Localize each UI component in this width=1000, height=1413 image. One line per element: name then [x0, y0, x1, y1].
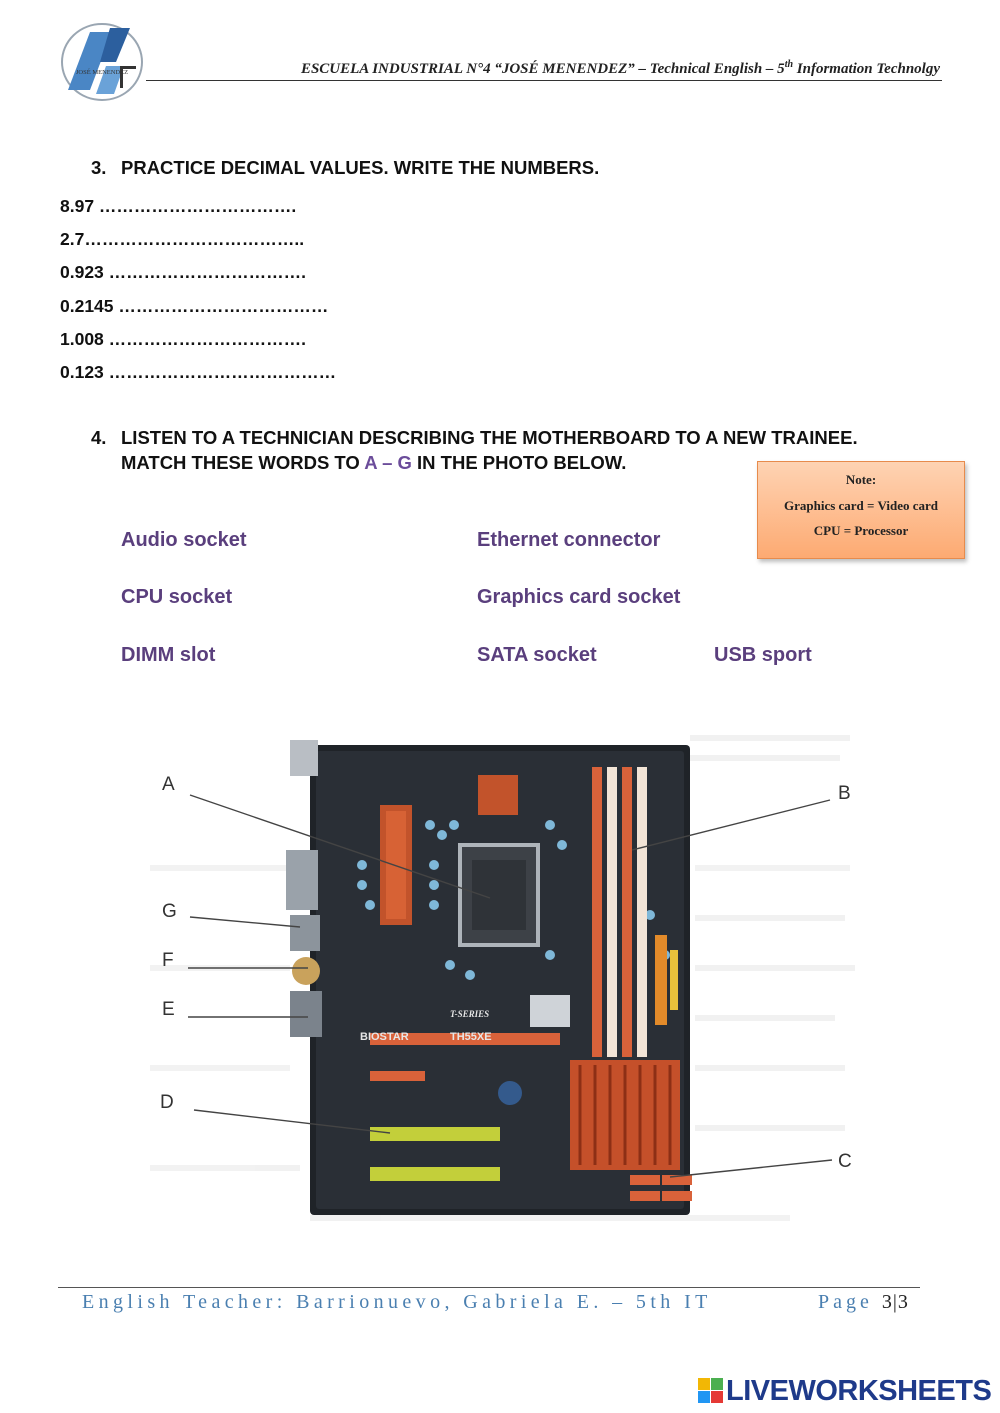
decimal-item: 0.123 …………………………………	[60, 362, 337, 382]
dimm-slots	[592, 767, 647, 1057]
word-ethernet-connector: Ethernet connector	[477, 529, 661, 551]
note-box: Note: Graphics card = Video card CPU = P…	[757, 461, 965, 559]
board-brand: BIOSTAR	[360, 1031, 409, 1043]
word-dimm-slot: DIMM slot	[121, 644, 216, 666]
decimal-item: 8.97 …………………………….	[60, 196, 297, 216]
section-4-heading: 4. LISTEN TO A TECHNICIAN DESCRIBING THE…	[91, 427, 858, 473]
section-3-heading: 3. PRACTICE DECIMAL VALUES. WRITE THE NU…	[91, 157, 600, 178]
motherboard-photo: BIOSTAR TH55XE T-SERIES A B C D E F G	[150, 715, 860, 1255]
word-usb-sport: USB sport	[714, 644, 812, 666]
callout-label-b: B	[838, 783, 851, 804]
word-graphics-card-socket: Graphics card socket	[477, 586, 681, 608]
decimal-item: 1.008 …………………………….	[60, 329, 307, 349]
liveworksheets-text: LIVEWORKSHEETS	[726, 1375, 992, 1407]
word-sata-socket: SATA socket	[477, 644, 597, 666]
footer-rule	[58, 1287, 920, 1288]
callout-label-c: C	[838, 1151, 852, 1172]
footer-page: Page 3|3	[818, 1291, 909, 1313]
note-line: CPU = Processor	[813, 523, 909, 538]
header-rule	[146, 80, 942, 81]
board-model: TH55XE	[450, 1031, 492, 1043]
school-logo: JOSÉ MENENDEZ	[60, 22, 144, 102]
callout-label-a: A	[162, 774, 175, 795]
callout-label-d: D	[160, 1092, 174, 1113]
logo-text: JOSÉ MENENDEZ	[76, 68, 128, 76]
callout-label-e: E	[162, 999, 175, 1020]
callout-lines	[188, 794, 833, 1178]
decimal-item: 0.923 …………………………….	[60, 262, 307, 282]
callout-label-f: F	[162, 950, 174, 971]
decimal-item: 0.2145 ………………………………	[60, 296, 329, 316]
liveworksheets-logo-icon	[698, 1378, 723, 1403]
decimal-item: 2.7………………………………..	[60, 229, 305, 249]
word-cpu-socket: CPU socket	[121, 586, 233, 608]
note-line: Graphics card = Video card	[783, 498, 938, 513]
sata-ports	[630, 1175, 692, 1201]
header-title: ESCUELA INDUSTRIAL N°4 “JOSÉ MENENDEZ” –…	[300, 59, 940, 77]
note-title: Note:	[845, 472, 877, 487]
callout-label-g: G	[162, 901, 177, 922]
word-audio-socket: Audio socket	[121, 529, 247, 551]
motherboard-board: BIOSTAR TH55XE T-SERIES	[286, 740, 692, 1215]
board-series: T-SERIES	[450, 1009, 489, 1019]
footer-teacher: English Teacher: Barrionuevo, Gabriela E…	[82, 1291, 712, 1313]
